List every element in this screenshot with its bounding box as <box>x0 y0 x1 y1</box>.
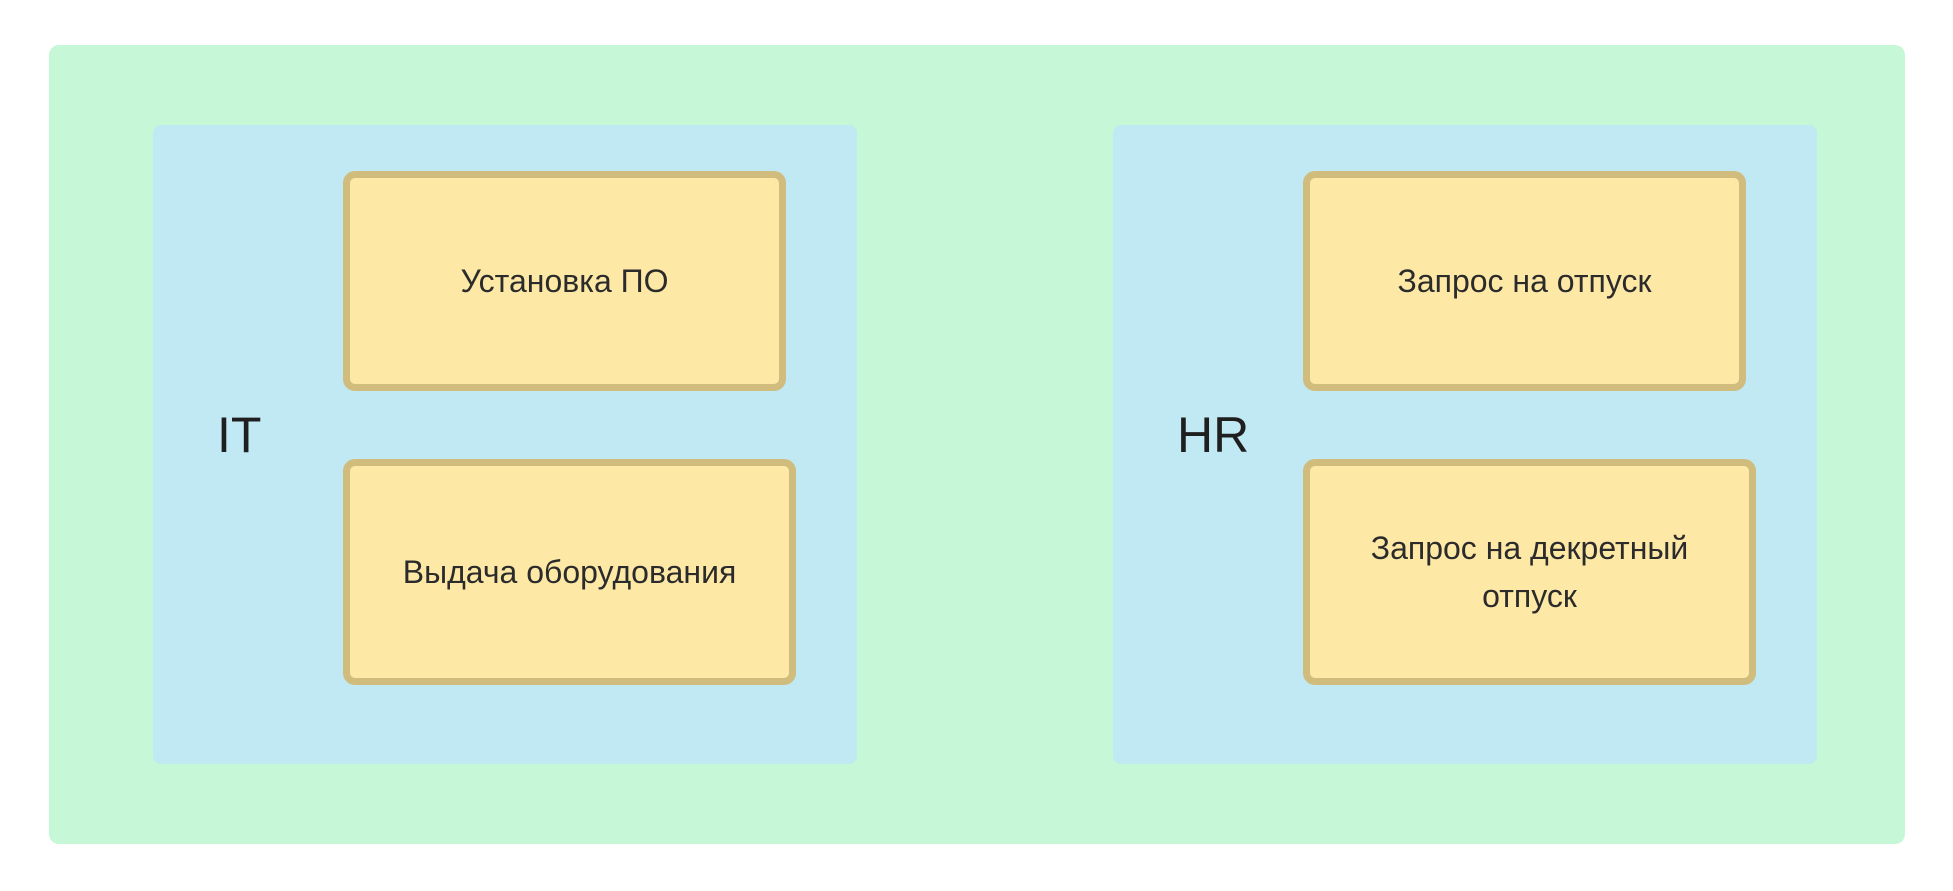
card-vacation-request[interactable]: Запрос на отпуск <box>1303 171 1746 391</box>
card-software-install[interactable]: Установка ПО <box>343 171 786 391</box>
card-maternity-leave-request[interactable]: Запрос на декретный отпуск <box>1303 459 1756 685</box>
card-label: Выдача оборудования <box>402 554 737 590</box>
group-label-hr: HR <box>1177 407 1250 463</box>
card-label: Установка ПО <box>460 263 669 299</box>
card-label: Запрос на декретный отпуск <box>1370 530 1689 614</box>
card-equipment-issue[interactable]: Выдача оборудования <box>343 459 796 685</box>
card-label: Запрос на отпуск <box>1397 263 1652 299</box>
group-label-it: IT <box>217 407 262 463</box>
